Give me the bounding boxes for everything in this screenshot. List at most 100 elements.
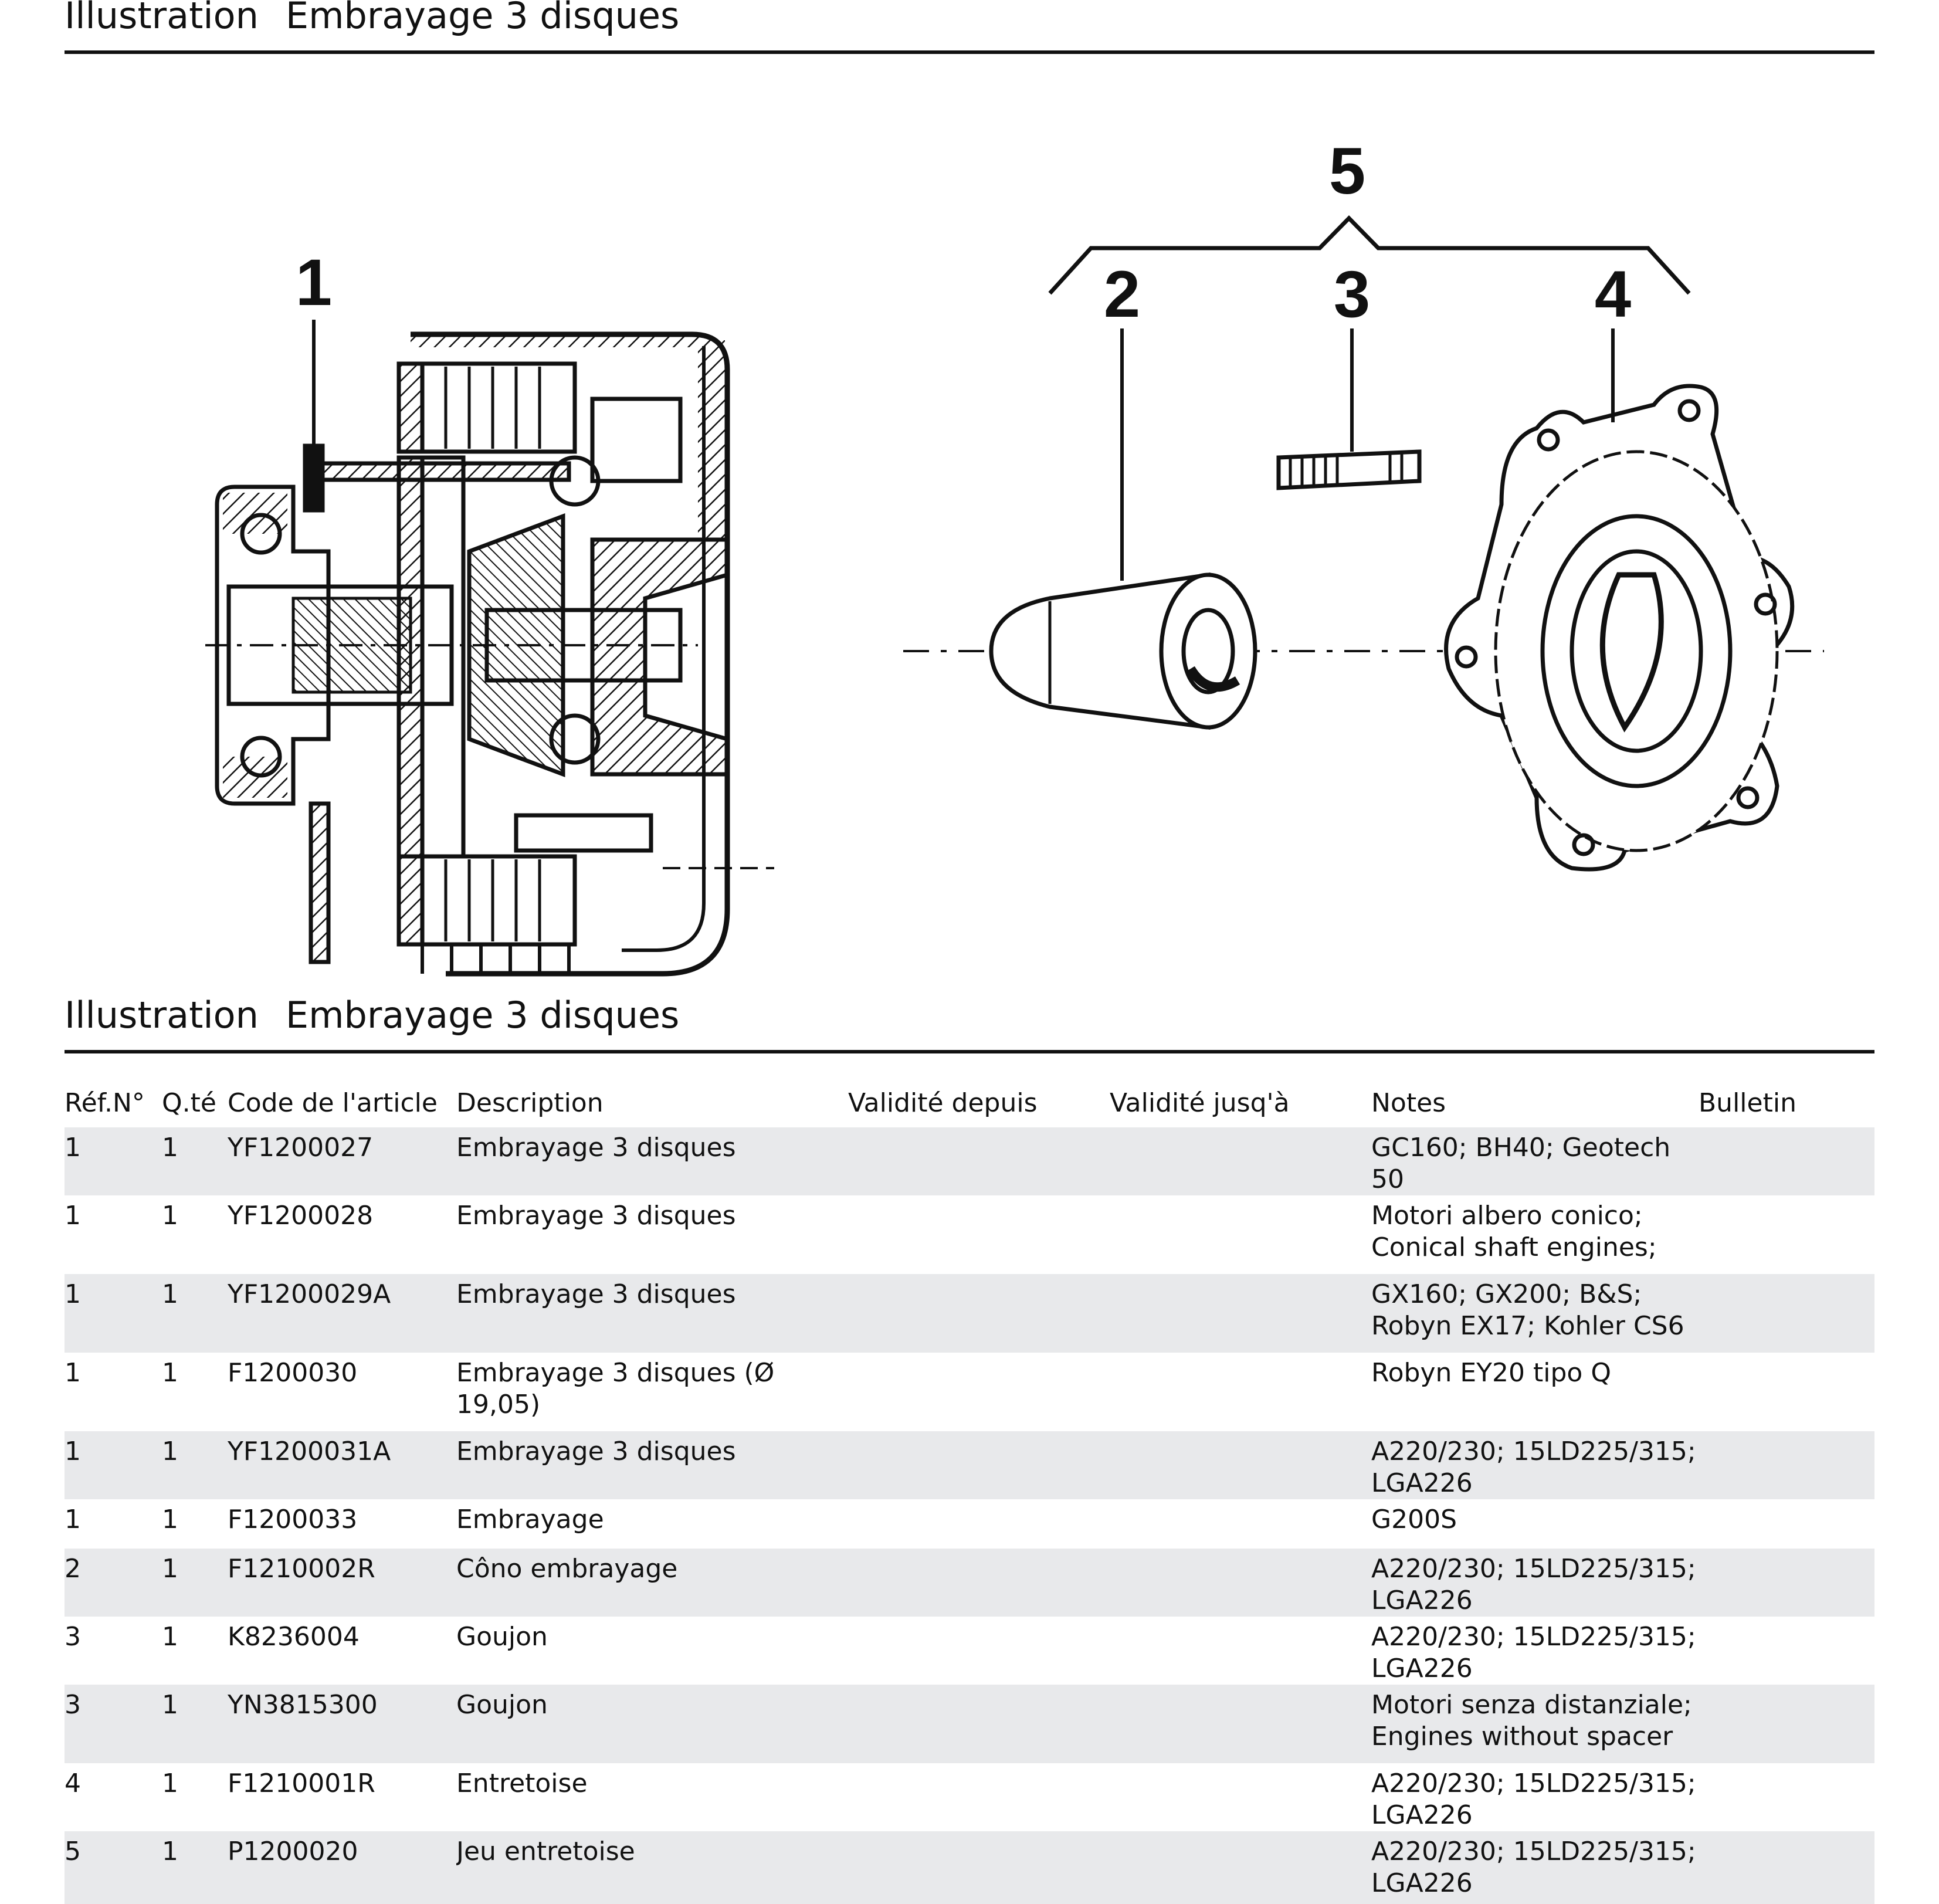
cell-ref: 1	[65, 1505, 81, 1534]
header-bulletin: Bulletin	[1699, 1087, 1796, 1118]
cell-bulletin	[1699, 1274, 1874, 1353]
page-title-label: Illustration	[65, 0, 259, 37]
cell-notes: A220/230; 15LD225/315; LGA226	[1371, 1831, 1699, 1904]
cell-code: F1200030	[228, 1358, 358, 1388]
cell-qty: 1	[162, 1201, 178, 1231]
table-row: 1 1 YF1200031A Embrayage 3 disques A220/…	[65, 1431, 1874, 1499]
header-valid-from: Validité depuis	[848, 1087, 1038, 1118]
cell-valid-to	[1110, 1195, 1371, 1274]
cell-bulletin	[1699, 1831, 1874, 1904]
header-description: Description	[456, 1087, 604, 1118]
cell-qty: 1	[162, 1505, 178, 1534]
cell-qty: 1	[162, 1769, 178, 1798]
clutch-exploded-drawing: 1	[205, 134, 1824, 977]
cell-bulletin	[1699, 1127, 1874, 1195]
cell-notes: A220/230; 15LD225/315; LGA226	[1371, 1431, 1699, 1499]
clutch-cross-section	[205, 331, 774, 977]
cell-ref: 2	[65, 1549, 162, 1617]
table-row: 3 1 K8236004 Goujon A220/230; 15LD225/31…	[65, 1617, 1874, 1685]
cell-valid-to	[1110, 1763, 1371, 1831]
cell-valid-from	[848, 1127, 1110, 1195]
cell-qty: 1	[162, 1831, 228, 1904]
cell-description: Embrayage 3 disques	[456, 1201, 736, 1231]
cell-description: Jeu entretoise	[456, 1831, 848, 1904]
cell-valid-to	[1110, 1617, 1371, 1685]
cell-qty: 1	[162, 1549, 228, 1617]
cell-ref: 3	[65, 1685, 162, 1763]
callout-1: 1	[296, 246, 332, 319]
cell-bulletin	[1699, 1685, 1874, 1763]
cell-valid-from	[848, 1763, 1110, 1831]
cell-ref: 5	[65, 1831, 162, 1904]
table-row: 1 1 YF1200029A Embrayage 3 disques GX160…	[65, 1274, 1874, 1353]
header-valid-to: Validité jusq'à	[1110, 1087, 1290, 1118]
spacer-part	[1444, 384, 1795, 872]
cell-code: P1200020	[228, 1831, 456, 1904]
cell-qty: 1	[162, 1127, 228, 1195]
cell-description: Embrayage 3 disques	[456, 1127, 848, 1195]
table-row: 1 1 F1200033 Embrayage G200S	[65, 1499, 1874, 1549]
cell-qty: 1	[162, 1274, 228, 1353]
cell-description: Entretoise	[456, 1769, 588, 1798]
cell-code: YF1200028	[228, 1201, 374, 1231]
cell-code: YF1200029A	[228, 1274, 456, 1353]
cell-code: YF1200031A	[228, 1431, 456, 1499]
cone-part	[989, 572, 1257, 730]
cell-valid-from	[848, 1549, 1110, 1617]
page-title: Illustration Embrayage 3 disques	[65, 0, 679, 34]
table-row: 1 1 F1200030 Embrayage 3 disques (Ø 19,0…	[65, 1353, 1874, 1431]
section-title-text: Embrayage 3 disques	[285, 994, 680, 1036]
cell-ref: 3	[65, 1622, 81, 1652]
cell-description: Embrayage 3 disques	[456, 1274, 848, 1353]
cell-notes: Motori albero conico; Conical shaft engi…	[1371, 1201, 1657, 1262]
cell-valid-to	[1110, 1127, 1371, 1195]
cell-notes: A220/230; 15LD225/315; LGA226	[1371, 1769, 1696, 1830]
cell-valid-to	[1110, 1274, 1371, 1353]
cell-description: Goujon	[456, 1685, 848, 1763]
cell-valid-from	[848, 1353, 1110, 1431]
cell-code: F1210002R	[228, 1549, 456, 1617]
table-row: 3 1 YN3815300 Goujon Motori senza distan…	[65, 1685, 1874, 1763]
cell-notes: Robyn EY20 tipo Q	[1371, 1358, 1611, 1388]
cell-valid-from	[848, 1831, 1110, 1904]
cell-description: Embrayage 3 disques (Ø 19,05)	[456, 1358, 775, 1419]
cell-valid-from	[848, 1274, 1110, 1353]
cell-notes: GC160; BH40; Geotech 50	[1371, 1127, 1699, 1195]
callout-4: 4	[1595, 258, 1631, 331]
callout-5: 5	[1329, 134, 1365, 208]
cell-bulletin	[1699, 1499, 1874, 1549]
table-row: 1 1 YF1200028 Embrayage 3 disques Motori…	[65, 1195, 1874, 1274]
header-code: Code de l'article	[228, 1087, 438, 1118]
header-qty: Q.té	[162, 1087, 216, 1118]
cell-notes: GX160; GX200; B&S; Robyn EX17; Kohler CS…	[1371, 1274, 1699, 1353]
cell-description: Embrayage	[456, 1505, 604, 1534]
cell-code: F1210001R	[228, 1769, 375, 1798]
section-title: Illustration Embrayage 3 disques	[65, 997, 679, 1034]
cell-notes: A220/230; 15LD225/315; LGA226	[1371, 1622, 1696, 1683]
cell-bulletin	[1699, 1195, 1874, 1274]
cell-valid-from	[848, 1431, 1110, 1499]
cell-valid-to	[1110, 1549, 1371, 1617]
cell-ref: 4	[65, 1769, 81, 1798]
section-divider	[65, 1050, 1874, 1053]
cell-ref: 1	[65, 1431, 162, 1499]
cell-valid-from	[848, 1195, 1110, 1274]
parts-table: Réf.N° Q.té Code de l'article Descriptio…	[65, 1078, 1874, 1904]
cell-bulletin	[1699, 1431, 1874, 1499]
cell-description: Goujon	[456, 1622, 548, 1652]
cell-code: K8236004	[228, 1622, 360, 1652]
page-title-text: Embrayage 3 disques	[285, 0, 680, 37]
table-row: 2 1 F1210002R Côno embrayage A220/230; 1…	[65, 1549, 1874, 1617]
exploded-parts	[903, 215, 1824, 872]
cell-ref: 1	[65, 1274, 162, 1353]
cell-qty: 1	[162, 1622, 178, 1652]
cell-code: F1200033	[228, 1505, 358, 1534]
cell-description: Embrayage 3 disques	[456, 1431, 848, 1499]
section-title-label: Illustration	[65, 994, 259, 1036]
cell-notes: G200S	[1371, 1505, 1457, 1534]
cell-code: YN3815300	[228, 1685, 456, 1763]
cell-valid-from	[848, 1617, 1110, 1685]
title-divider	[65, 50, 1874, 54]
cell-ref: 1	[65, 1201, 81, 1231]
cell-code: YF1200027	[228, 1127, 456, 1195]
